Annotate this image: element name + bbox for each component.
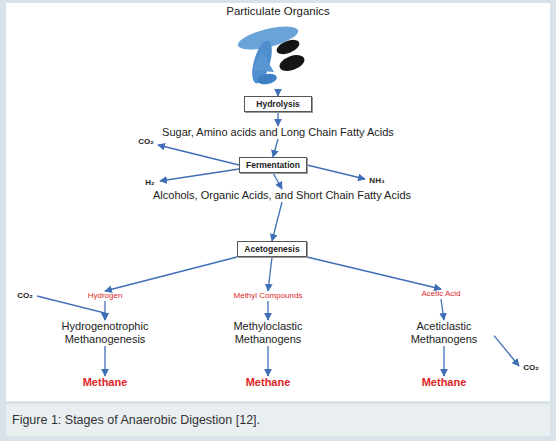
node-text: Hydrogenotrophic Methanogenesis	[50, 320, 160, 346]
gas-label: CO₂	[13, 291, 37, 301]
node-text: Methyloclastic Methanogens	[218, 320, 318, 346]
node-text: Fermentation	[240, 160, 306, 170]
flow-arrow	[105, 257, 237, 291]
organic-particle	[252, 52, 274, 72]
node-text: NH₃	[365, 176, 389, 186]
gas-label: CO₂	[134, 137, 158, 147]
flow-arrow	[160, 169, 239, 181]
gas-label: H₂	[140, 178, 160, 188]
organic-particle	[277, 52, 306, 74]
process-box: Acetogenesis	[237, 241, 307, 257]
figure-caption: Figure 1: Stages of Anaerobic Digestion …	[12, 413, 542, 427]
flow-arrow	[277, 89, 278, 96]
flow-arrow	[307, 165, 365, 179]
process-box: Fermentation	[239, 157, 307, 173]
node-text: Alcohols, Organic Acids, and Short Chain…	[122, 189, 442, 202]
flow-arrow	[158, 145, 239, 165]
flow-arrow	[272, 202, 282, 241]
node-text: CO₂	[519, 363, 543, 373]
flow-arrow	[104, 301, 105, 320]
node-text: Methane	[233, 376, 303, 389]
compound-label: Acetic Acid	[406, 289, 476, 299]
flow-arrow	[494, 336, 519, 366]
node-text: Acetogenesis	[238, 244, 306, 254]
stage-text: Alcohols, Organic Acids, and Short Chain…	[122, 189, 442, 202]
flow-arrow	[277, 112, 278, 126]
flow-arrow	[307, 257, 441, 289]
stage-text: Methyloclastic Methanogens	[218, 320, 318, 346]
organic-particle	[275, 37, 302, 57]
node-text: Methyl Compounds	[223, 291, 313, 301]
gas-label: CO₂	[519, 363, 543, 373]
flow-arrow	[273, 139, 278, 157]
node-text: CO₂	[13, 291, 37, 301]
product-label: Methane	[70, 376, 140, 389]
node-text: Sugar, Amino acids and Long Chain Fatty …	[128, 126, 428, 139]
stage-text: Aceticlastic Methanogens	[394, 320, 494, 346]
flow-arrow	[104, 346, 105, 376]
gas-label: NH₃	[365, 176, 389, 186]
flow-arrow	[268, 257, 272, 291]
node-text: CO₂	[134, 137, 158, 147]
stage-text: Sugar, Amino acids and Long Chain Fatty …	[128, 126, 428, 139]
stage-text: Hydrogenotrophic Methanogenesis	[50, 320, 160, 346]
compound-label: Methyl Compounds	[223, 291, 313, 301]
process-box: Hydrolysis	[244, 96, 312, 112]
node-text: Methane	[70, 376, 140, 389]
product-label: Methane	[409, 376, 479, 389]
organic-particles	[236, 22, 307, 86]
flow-arrow	[441, 299, 444, 320]
flow-arrow	[267, 346, 268, 376]
compound-label: Hydrogen	[75, 291, 135, 301]
flow-arrow	[273, 173, 282, 189]
node-text: H₂	[140, 178, 160, 188]
node-text: Aceticlastic Methanogens	[394, 320, 494, 346]
product-label: Methane	[233, 376, 303, 389]
frame-panel	[6, 3, 550, 401]
organic-particle	[256, 72, 277, 85]
flow-arrow	[267, 301, 268, 320]
flow-arrow	[443, 346, 444, 376]
node-text: Acetic Acid	[406, 289, 476, 299]
node-text: Hydrogen	[75, 291, 135, 301]
node-text: Hydrolysis	[245, 99, 311, 109]
node-text: Particulate Organics	[203, 5, 353, 17]
caption-band	[6, 404, 550, 436]
node-text: Methane	[409, 376, 479, 389]
input-node: Particulate Organics	[203, 5, 353, 89]
